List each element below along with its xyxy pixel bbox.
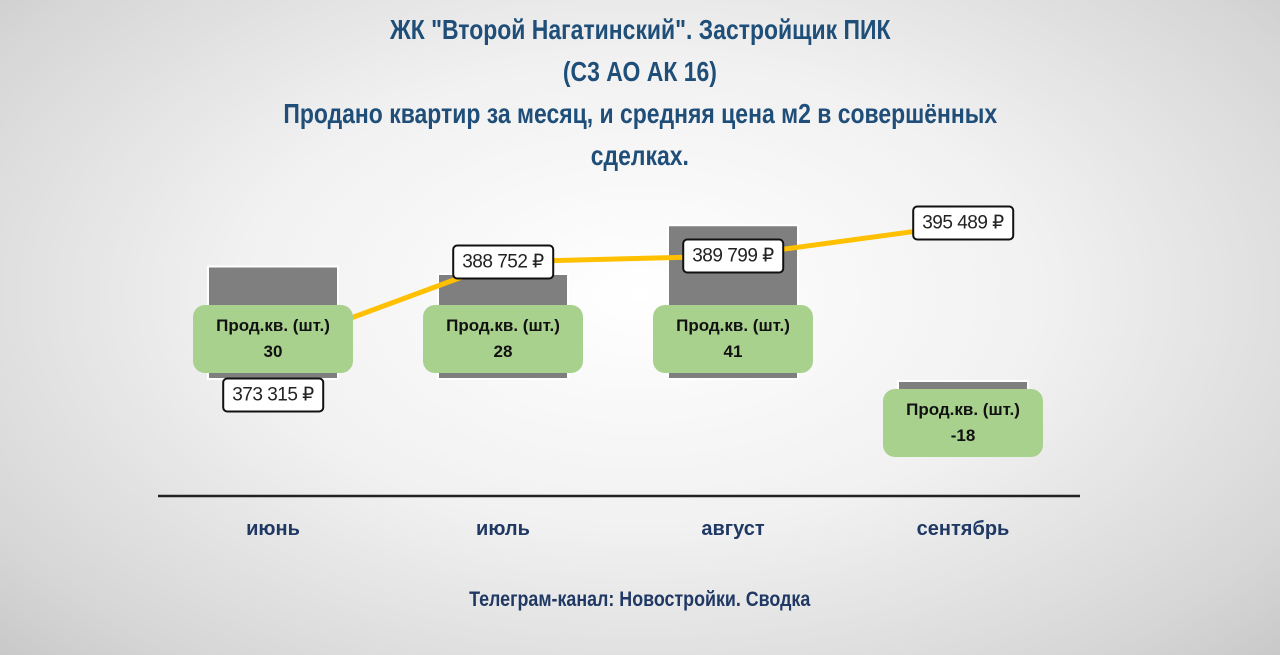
source-caption: Телеграм-канал: Новостройки. Сводка	[0, 588, 1280, 612]
price-data-label: 395 489 ₽	[912, 205, 1014, 241]
bar-label-value: 41	[723, 342, 743, 361]
subtitle-text: Продано квартир за месяц, и средняя цена…	[283, 98, 997, 129]
x-tick-label: июнь	[246, 518, 300, 540]
price-data-label: 373 315 ₽	[222, 377, 324, 413]
x-tick-label: август	[701, 518, 765, 540]
chart-title-line-1: ЖК "Второй Нагатинский". Застройщик ПИК	[0, 14, 1280, 46]
subtitle-text: сделках.	[590, 140, 690, 171]
bar-data-label: Прод.кв. (шт.) 30	[193, 305, 353, 373]
bar-data-label: Прод.кв. (шт.) -18	[883, 389, 1043, 457]
title-text: (С3 АО АК 16)	[562, 56, 718, 87]
x-tick-label: июль	[476, 518, 530, 540]
chart-subtitle-line-2: сделках.	[0, 140, 1280, 172]
bar-label-name: Прод.кв. (шт.)	[906, 400, 1020, 419]
price-data-label: 389 799 ₽	[682, 238, 784, 274]
x-tick-label: сентябрь	[916, 518, 1010, 540]
chart-subtitle-line-1: Продано квартир за месяц, и средняя цена…	[0, 98, 1280, 130]
bar-label-name: Прод.кв. (шт.)	[216, 316, 330, 335]
bar-label-value: 30	[263, 342, 283, 361]
bar-data-label: Прод.кв. (шт.) 28	[423, 305, 583, 373]
bar-label-name: Прод.кв. (шт.)	[446, 316, 560, 335]
price-line	[272, 222, 964, 350]
bar-data-label: Прод.кв. (шт.) 41	[653, 305, 813, 373]
bar-label-value: -18	[950, 426, 976, 445]
price-data-label: 388 752 ₽	[452, 244, 554, 280]
title-text: ЖК "Второй Нагатинский". Застройщик ПИК	[389, 14, 891, 45]
bar-label-name: Прод.кв. (шт.)	[676, 316, 790, 335]
source-text: Телеграм-канал: Новостройки. Сводка	[469, 588, 811, 611]
chart-title-line-2: (С3 АО АК 16)	[0, 56, 1280, 88]
bar-label-value: 28	[493, 342, 513, 361]
